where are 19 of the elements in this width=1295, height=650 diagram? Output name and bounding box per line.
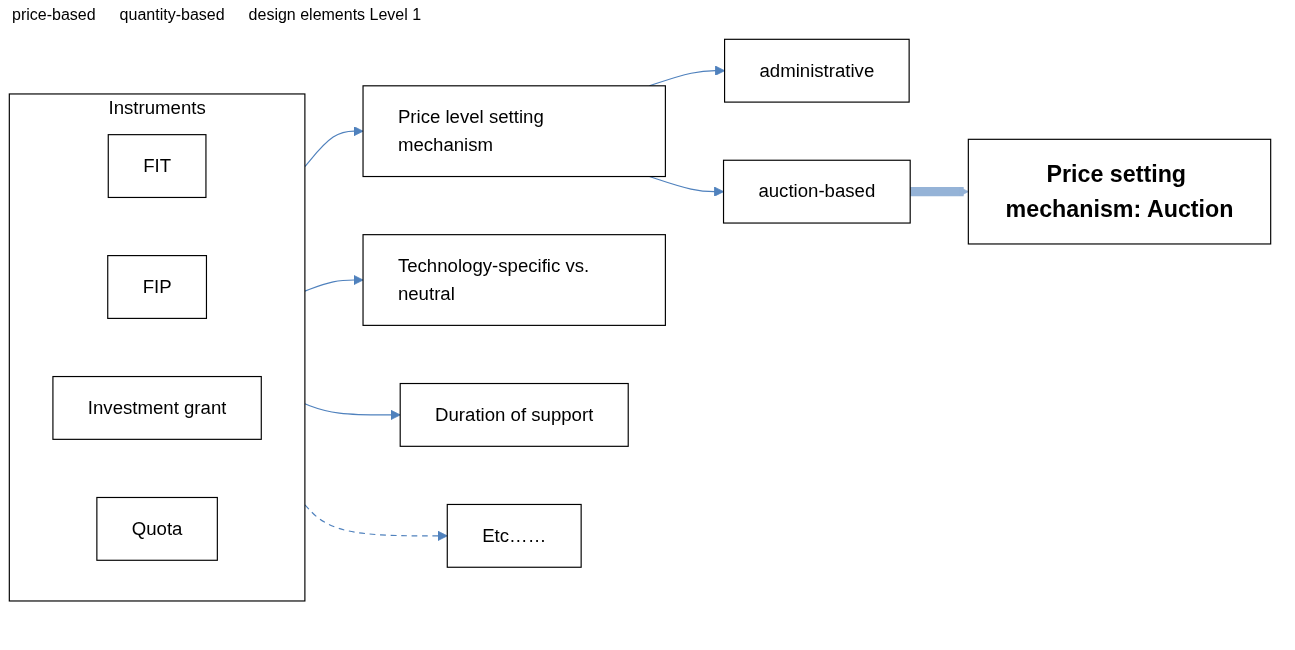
node-box: Quota — [96, 496, 218, 561]
note-text: design elements Level 1 — [248, 6, 422, 24]
note-text: price-based — [12, 6, 96, 24]
arrow — [910, 186, 969, 197]
node-box: Investment grant — [52, 375, 262, 440]
node-box: Etc…… — [446, 503, 582, 568]
arrow — [304, 403, 401, 421]
node-box: FIP — [107, 255, 208, 319]
node-box: auction-based — [722, 159, 911, 224]
note-text: quantity-based — [119, 6, 225, 24]
node-box: Price setting mechanism: Auction — [967, 138, 1272, 245]
node-box: Technology-specific vs. neutral — [362, 234, 666, 326]
arrow — [304, 126, 364, 168]
node-box: Duration of support — [399, 382, 629, 447]
arrow — [304, 274, 364, 292]
node-box: Price level setting mechanism — [362, 85, 666, 178]
node-box: administrative — [724, 38, 910, 103]
node-box: FIT — [107, 134, 207, 199]
arrow — [304, 504, 448, 541]
